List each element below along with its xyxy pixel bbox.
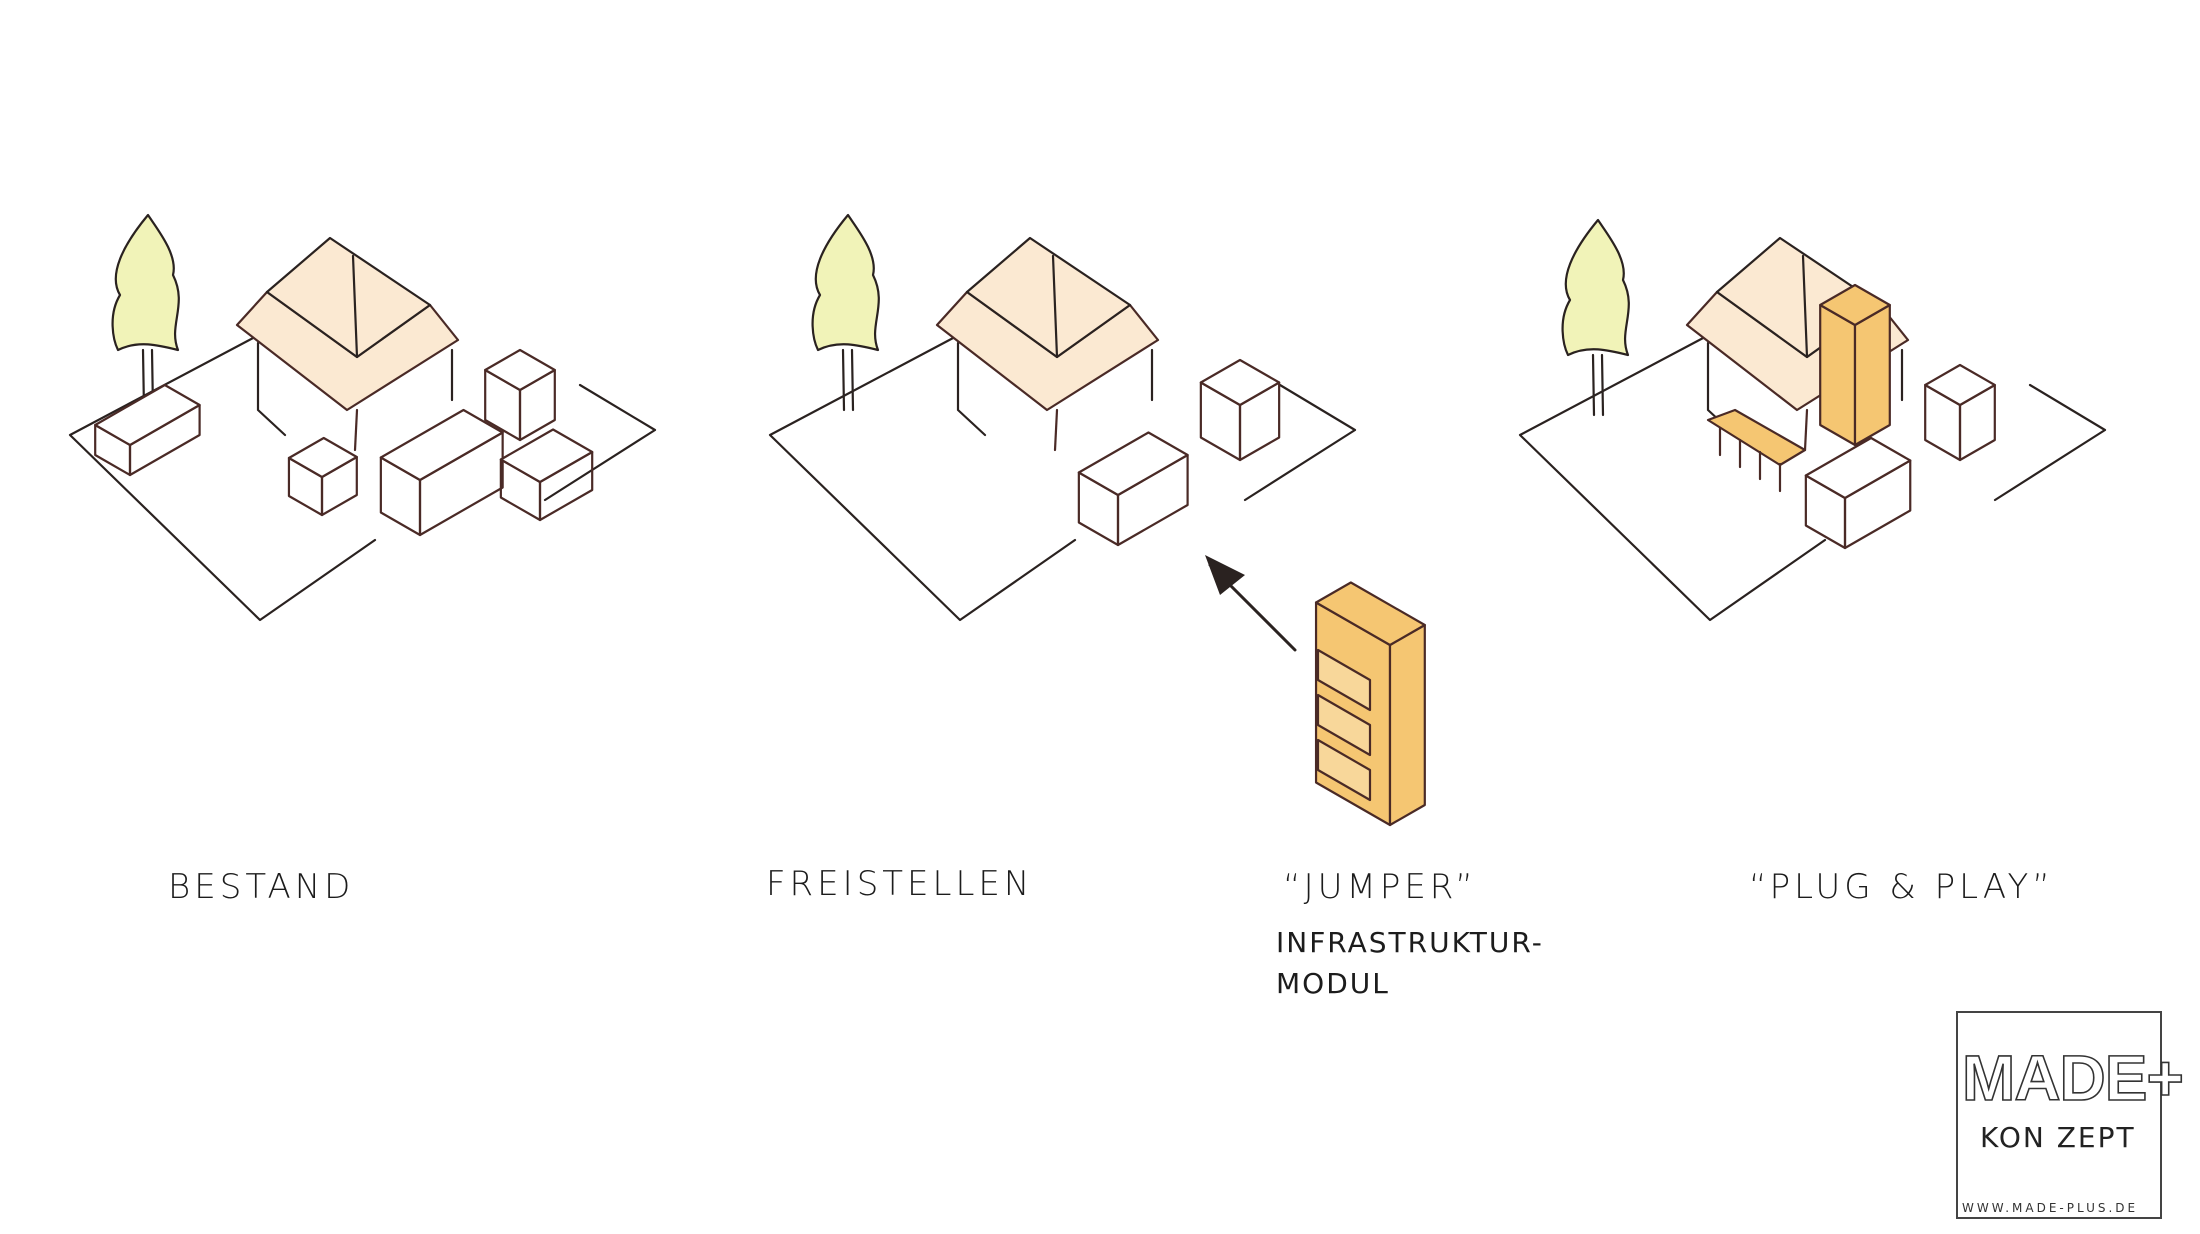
plug-module-tall-right-face: [1853, 303, 1891, 447]
panel-plug-and-play: [1518, 218, 2107, 622]
panel-bestand: [68, 213, 657, 622]
label-jumper: “JUMPER”: [1283, 867, 1477, 907]
label-plug-and-play: “PLUG & PLAY”: [1749, 867, 2054, 907]
garage-box-top-face: [94, 383, 201, 447]
made-plus-logo: MADE+ KON ZEPT WWW.MADE-PLUS.DE: [1956, 1011, 2185, 1219]
annex-front-top-face: [1077, 431, 1189, 497]
tree-trunk: [1591, 353, 1596, 417]
house-wall-left: [256, 341, 287, 437]
annex-front-top-face: [1804, 436, 1912, 500]
jumper-compartment: [1316, 693, 1372, 757]
annex-cube-back-top-face: [484, 348, 556, 392]
lot-boundary: [768, 335, 1077, 622]
lot-boundary: [1518, 335, 1827, 622]
arrow-head-icon: [1205, 555, 1245, 595]
panel-freistellen: [768, 213, 1357, 622]
tree-trunk: [850, 348, 855, 412]
house-wall-left: [956, 341, 987, 437]
logo-made-text: MADE+: [1961, 1041, 2184, 1115]
label-freistellen: FREISTELLEN: [766, 864, 1033, 904]
lot-boundary-right: [1243, 383, 1357, 502]
tree-crown-icon: [1561, 218, 1630, 357]
roof-ridge: [351, 254, 359, 359]
sketch-panels: [68, 213, 2107, 827]
annex-cube-top-face: [1924, 363, 1996, 407]
label-bestand: BESTAND: [168, 867, 354, 907]
jumper-compartment: [1316, 648, 1372, 712]
porch-deck: [1706, 408, 1807, 467]
plug-module-tall-left-face: [1819, 303, 1857, 447]
jumper-shelf-right-face: [1388, 623, 1426, 827]
annex-long-top-face: [379, 408, 504, 482]
house-wall-corner: [353, 408, 359, 452]
lot-boundary-right: [543, 383, 657, 502]
tree-crown-icon: [111, 213, 180, 352]
jumper-module: [1314, 581, 1426, 827]
house-wall-corner: [1803, 408, 1809, 452]
logo-konzept-text: KON ZEPT: [1980, 1121, 2136, 1154]
tree-crown-icon: [811, 213, 880, 352]
tree-trunk: [841, 348, 846, 412]
plug-module-tall-top-face: [1819, 283, 1891, 327]
annex-right-top-face: [499, 428, 594, 484]
house-wall-corner: [1053, 408, 1059, 452]
jumper-compartment: [1316, 738, 1372, 802]
label-infrastruktur: INFRASTRUKTUR-: [1276, 926, 1544, 959]
annex-cube-left-top-face: [287, 436, 358, 479]
tree-trunk: [1600, 353, 1605, 417]
roof-ridge: [1801, 254, 1809, 359]
lot-boundary-right: [1993, 383, 2107, 502]
annex-cube-top-face: [1199, 358, 1281, 407]
label-modul: MODUL: [1276, 967, 1390, 1000]
roof-ridge: [1051, 254, 1059, 359]
jumper-shelf-top-face: [1314, 581, 1426, 647]
logo-url-text: WWW.MADE-PLUS.DE: [1962, 1201, 2139, 1215]
